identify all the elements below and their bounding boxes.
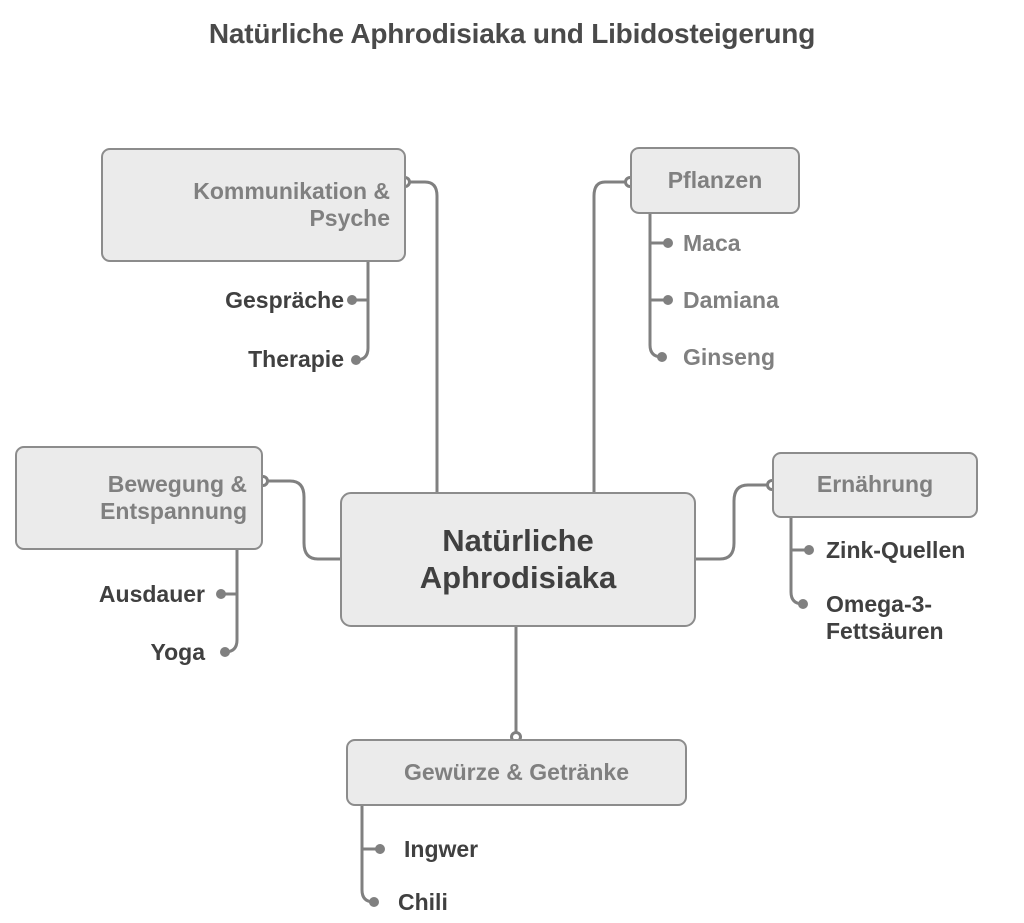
- branch-node-pflanzen-label: Pflanzen: [667, 166, 763, 193]
- leaf-dot-yoga: [220, 647, 230, 657]
- leaf-ingwer[interactable]: Ingwer: [404, 836, 479, 862]
- branch-node-gewuerze[interactable]: Gewürze & Getränke: [346, 739, 687, 806]
- leaf-dot-chili: [369, 897, 379, 907]
- branch-node-bewegung-label: Bewegung & Entspannung: [100, 471, 247, 525]
- edge-gewuerze-leaves: [360, 804, 376, 904]
- edge-pflanzen-leaves: [648, 212, 664, 359]
- leaf-chili[interactable]: Chili: [398, 889, 448, 915]
- page-title: Natürliche Aphrodisiaka und Libidosteige…: [208, 18, 816, 49]
- branch-node-pflanzen[interactable]: Pflanzen: [630, 147, 800, 214]
- leaf-yoga[interactable]: Yoga: [150, 639, 205, 665]
- branch-node-kommunikation-label: Kommunikation & Psyche: [193, 178, 390, 232]
- leaf-therapie[interactable]: Therapie: [248, 346, 344, 372]
- branch-node-gewuerze-label: Gewürze & Getränke: [404, 758, 629, 785]
- edge-kommunikation-leaves: [354, 260, 370, 362]
- branch-node-bewegung[interactable]: Bewegung & Entspannung: [15, 446, 263, 550]
- branch-label-line-2: Entspannung: [100, 498, 247, 524]
- leaf-ausdauer[interactable]: Ausdauer: [98, 581, 205, 607]
- leaf-dot-zink: [804, 545, 814, 555]
- leaf-dot-ginseng: [657, 352, 667, 362]
- leaf-dot-maca: [663, 238, 673, 248]
- central-node[interactable]: Natürliche Aphrodisiaka: [340, 492, 696, 627]
- leaf-dot-ausdauer: [216, 589, 226, 599]
- leaf-maca[interactable]: Maca: [683, 230, 741, 256]
- edge-bewegung-leaves: [223, 548, 239, 654]
- edge-central-kommunikation: [403, 180, 439, 494]
- branch-node-ernaehrung-label: Ernährung: [816, 471, 934, 498]
- branch-node-kommunikation[interactable]: Kommunikation & Psyche: [101, 148, 406, 262]
- leaf-dot-damiana: [663, 295, 673, 305]
- leaf-damiana[interactable]: Damiana: [683, 287, 779, 313]
- central-node-line-1: Natürliche: [442, 522, 594, 558]
- leaf-zink-quellen[interactable]: Zink-Quellen: [826, 537, 966, 563]
- leaf-dot-therapie: [351, 355, 361, 365]
- central-node-label: Natürliche Aphrodisiaka: [420, 523, 616, 596]
- branch-label-line-2: Psyche: [309, 205, 390, 231]
- leaf-dot-omega: [798, 599, 808, 609]
- branch-node-ernaehrung[interactable]: Ernährung: [772, 452, 978, 518]
- edge-ernaehrung-leaves: [789, 516, 805, 606]
- branch-label-line-1: Bewegung &: [107, 470, 247, 497]
- leaf-ginseng[interactable]: Ginseng: [683, 344, 776, 370]
- edge-central-pflanzen: [592, 180, 632, 494]
- central-node-line-2: Aphrodisiaka: [419, 559, 617, 595]
- leaf-dot-gespraeche: [347, 295, 357, 305]
- leaf-dot-ingwer: [375, 844, 385, 854]
- branch-label-line-1: Kommunikation &: [193, 177, 390, 204]
- leaf-omega-3-fettsaeuren[interactable]: Omega-3- Fettsäuren: [826, 591, 944, 645]
- edge-central-ernaehrung: [694, 483, 774, 561]
- edge-central-bewegung: [261, 479, 342, 561]
- leaf-gespraeche[interactable]: Gespräche: [225, 287, 344, 313]
